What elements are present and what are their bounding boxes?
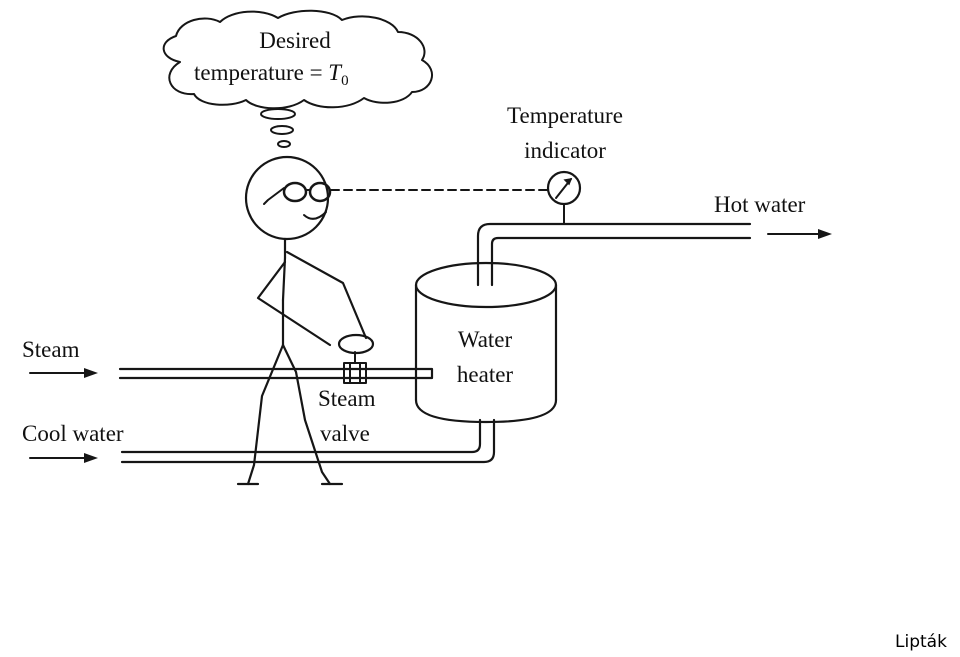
- temperature-indicator-label-line1: Temperature: [507, 103, 623, 128]
- steam-valve-label-line2: valve: [320, 421, 370, 446]
- operator-figure: [236, 155, 368, 486]
- thought-desired-label: Desired: [259, 28, 331, 53]
- water-heater-tank: [414, 261, 558, 424]
- cool-water-pipe: [120, 418, 482, 454]
- steam-valve-icon: [337, 333, 375, 384]
- thought-bubble-large: [260, 108, 296, 120]
- thought-bubble-small: [277, 140, 291, 148]
- water-heater-label-line2: heater: [456, 362, 514, 387]
- water-heater-label-line1: Water: [457, 327, 513, 352]
- glasses-icon: [282, 181, 308, 203]
- thought-temperature-symbol: T: [328, 60, 342, 85]
- steam-label: Steam: [22, 337, 80, 362]
- hot-water-label: Hot water: [714, 192, 806, 217]
- hot-water-pipe: [476, 222, 752, 287]
- thought-cloud: [162, 9, 433, 110]
- cool-water-label: Cool water: [22, 421, 124, 446]
- thought-bubble-medium: [270, 125, 294, 135]
- temperature-gauge-icon: [546, 170, 582, 225]
- steam-valve-label-line1: Steam: [318, 386, 376, 411]
- temperature-indicator-label-line2: indicator: [524, 138, 606, 163]
- thought-temperature-label: temperature = T0: [194, 60, 349, 89]
- credit-label: Lipták: [895, 632, 947, 652]
- thought-temperature-subscript: 0: [341, 73, 349, 89]
- operator-smile: [303, 211, 327, 220]
- thought-temperature-prefix: temperature =: [194, 60, 329, 85]
- steam-pipe: [118, 367, 434, 380]
